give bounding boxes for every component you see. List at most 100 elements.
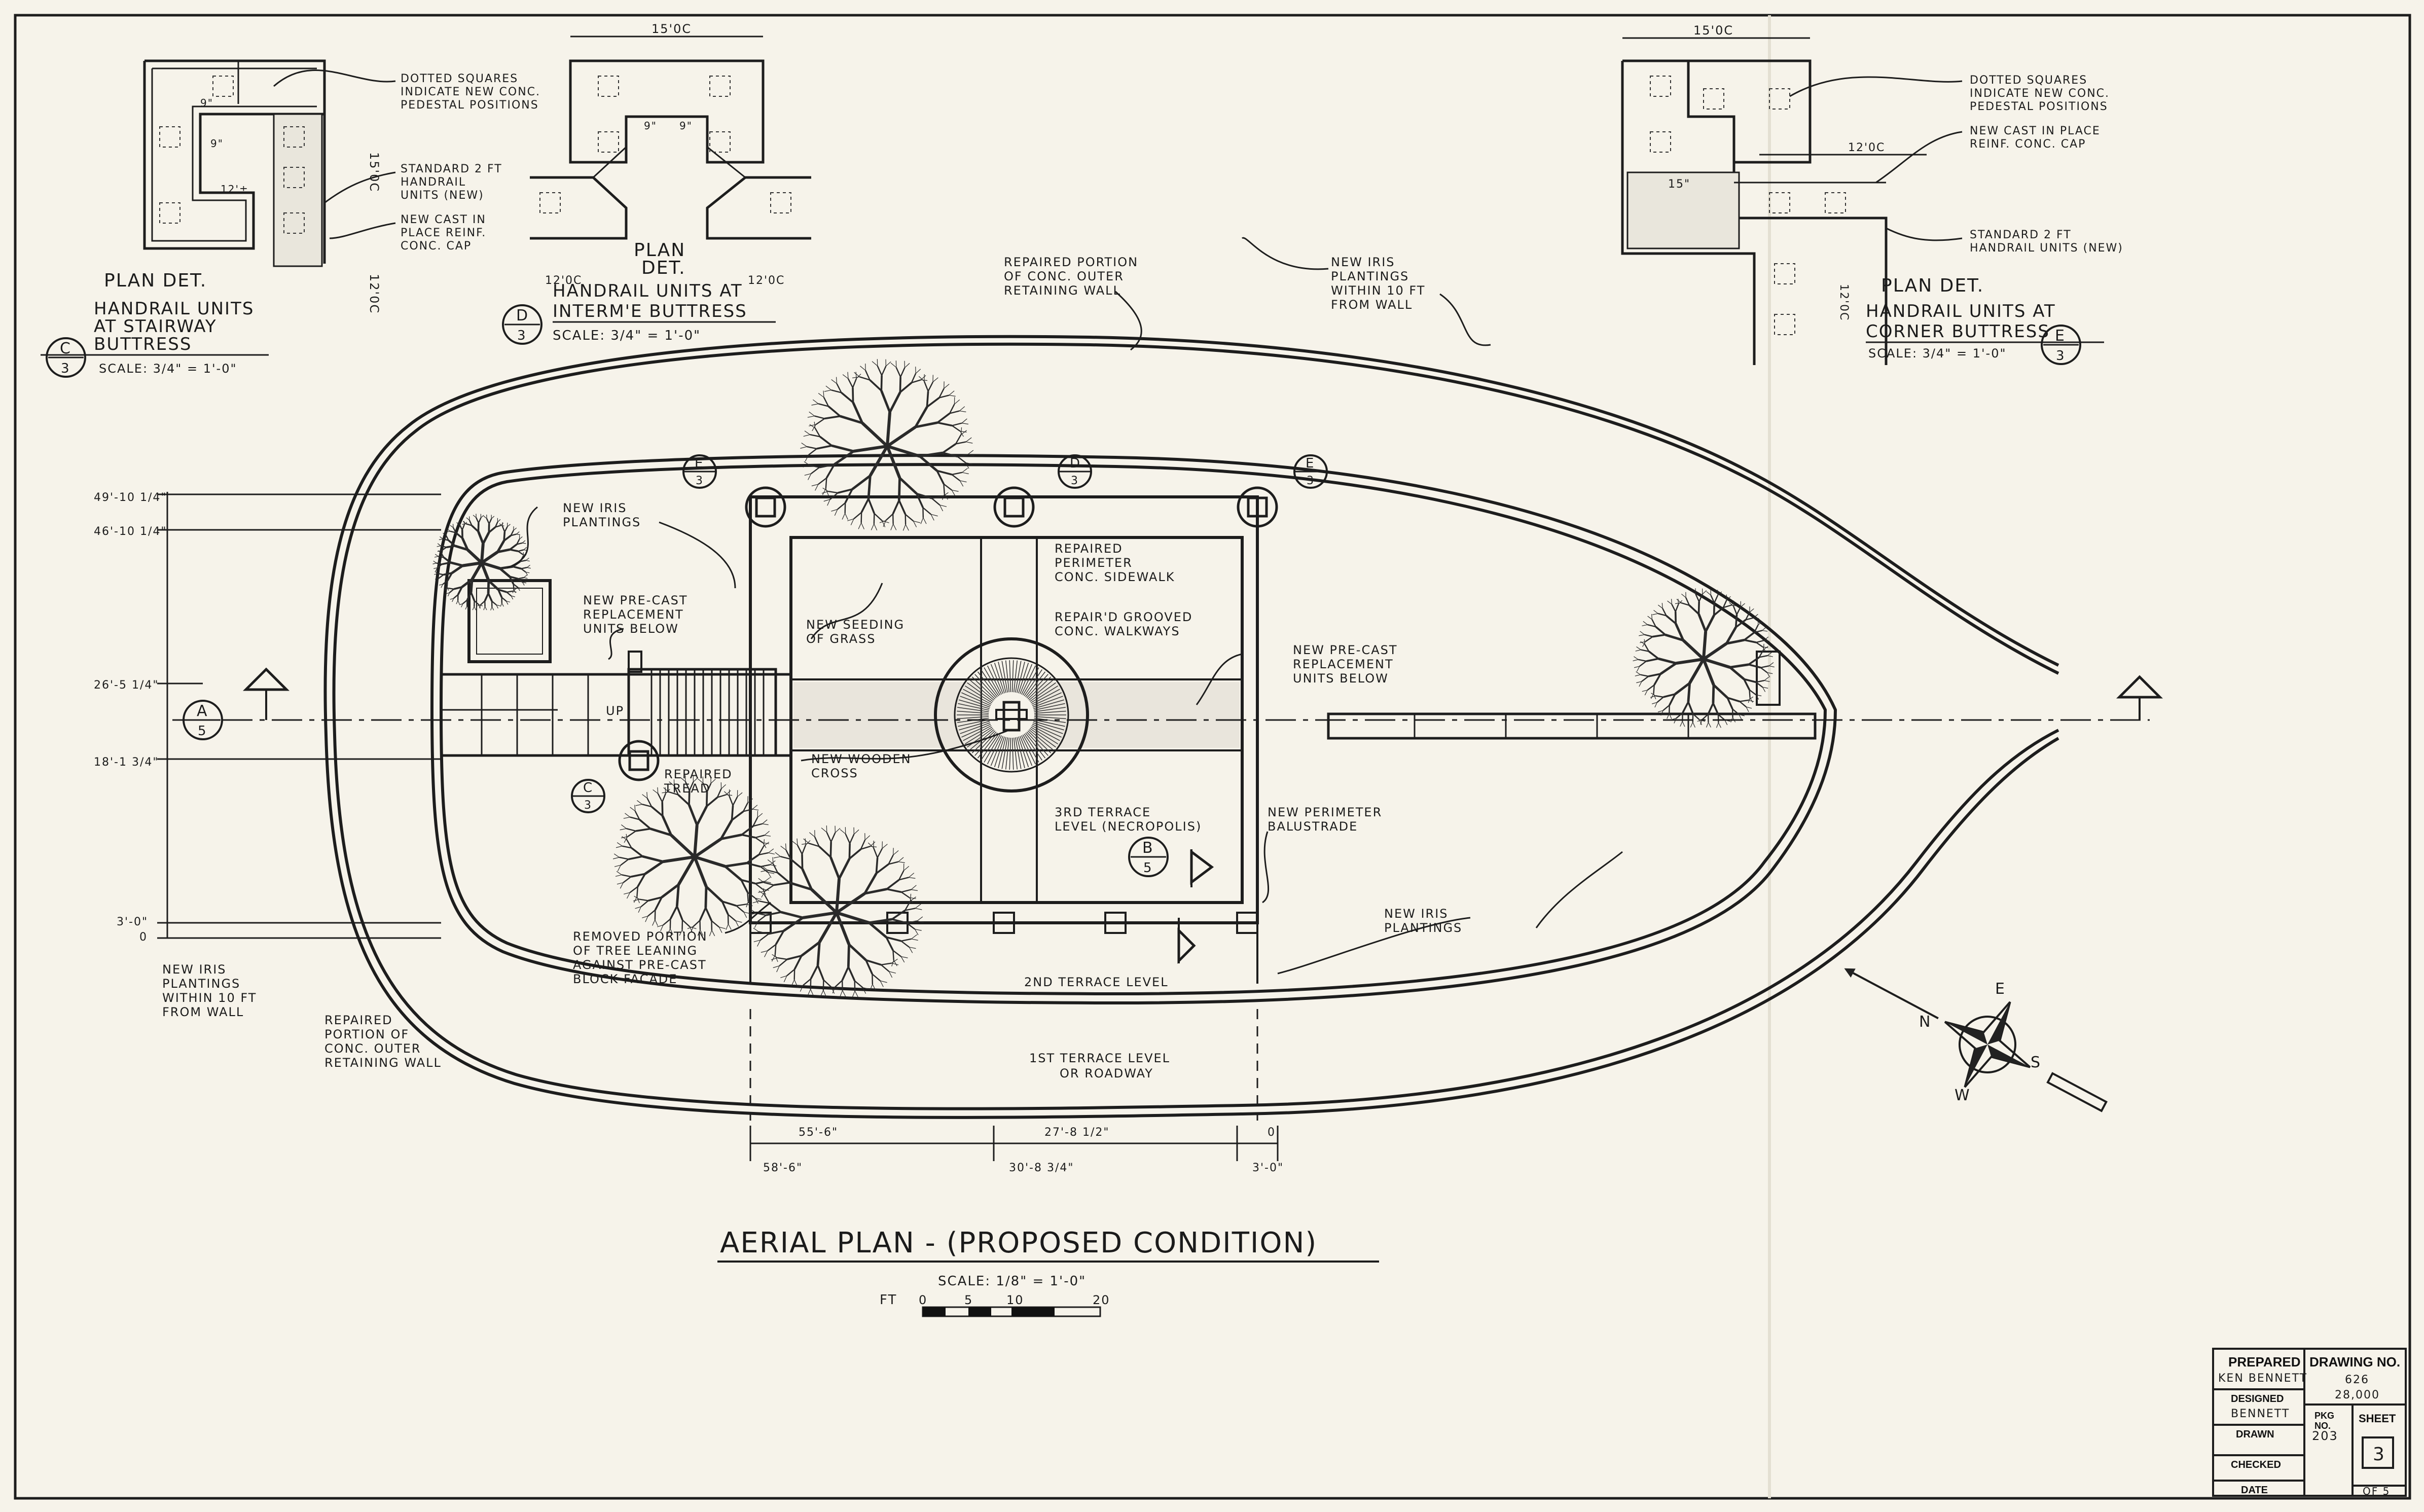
note-precast-left: UNITS BELOW [583,622,679,636]
stairway [627,668,777,757]
detail-mark-letter: E [695,456,704,471]
note-cast-1: NEW CAST IN [401,213,486,226]
scale-tick: 0 [919,1293,927,1307]
central-circle [934,637,1089,793]
elevation-label: 26'-5 1/4" [94,679,159,692]
compass-n: N [1919,1013,1931,1031]
note-balustrade: NEW PERIMETER [1268,805,1382,819]
note-iris-left: PLANTINGS [162,977,240,991]
tb-pkg-value: 203 [2312,1429,2338,1443]
tb-of-value: OF 5 [2363,1485,2390,1497]
detail-e-dim-top: 15'0C [1693,23,1733,38]
note-sidewalk: REPAIRED [1055,542,1123,556]
tree [1633,588,1775,728]
detail-e-scale: SCALE: 3/4" = 1'-0" [1868,346,2007,361]
note-standard-1: UNITS (NEW) [401,189,484,202]
note-dotted-2: INDICATE NEW CONC. [1970,87,2110,100]
detail-e-tag-sheet: 3 [2056,348,2066,364]
compass-s: S [2031,1054,2041,1071]
tb-date-label: DATE [2241,1485,2268,1496]
scale-tick: 20 [1093,1293,1110,1307]
leader-lines [273,69,1963,975]
detail-c-tag [46,337,86,378]
detail-c-dim-inner: 12'± [221,183,249,195]
note-standard-1: HANDRAIL [401,176,466,189]
tb-pkg-label: PKG [2314,1411,2334,1421]
detail-mark-letter: D [1070,456,1081,471]
note-precast-right: REPLACEMENT [1293,657,1394,671]
detail-d-tag-letter: D [516,307,529,325]
note-repaired-top: REPAIRED PORTION [1004,255,1138,269]
note-standard-1: STANDARD 2 FT [401,163,502,175]
bottom-dim: 3'-0" [1252,1162,1284,1174]
note-iris-left: FROM WALL [162,1005,244,1019]
tb-sheet-value: 3 [2373,1444,2385,1465]
outer-retaining-wall [332,342,2059,1110]
detail-c-dim-bottom: 12'0C [367,274,381,314]
detail-mark-sheet: 3 [696,475,704,487]
note-cross: NEW WOODEN [811,752,912,766]
detail-e-tag [2041,325,2081,365]
note-precast-right: NEW PRE-CAST [1293,643,1398,657]
detail-c-line2: AT STAIRWAY [94,316,217,337]
detail-e-dim-mid: 12'0C [1848,141,1885,154]
note-iris-left: NEW IRIS [162,962,227,977]
tree [432,514,531,610]
detail-mark-sheet: 3 [1307,475,1315,487]
detail-d-dim-small: 9" [644,120,657,132]
detail-e-line1: HANDRAIL UNITS AT [1866,301,2056,321]
note-repaired-bottom: RETAINING WALL [324,1056,442,1070]
detail-mark-e-right: E 3 [1293,454,1328,489]
tree [749,825,924,997]
detail-d-dim-left: 12'0C [545,274,582,287]
tb-pkg-label: NO. [2314,1421,2331,1431]
note-iris-right: PLANTINGS [1384,921,1462,935]
scale-unit: FT [880,1292,897,1308]
note-balustrade: BALUSTRADE [1268,819,1358,834]
detail-e-dim-vert: 12'0C [1837,284,1850,321]
section-b-sheet: 5 [1143,860,1153,876]
detail-c-dim-small: 9" [200,97,213,109]
tb-prepared-value: KEN BENNETT [2218,1372,2307,1385]
tb-drawing-no-2: 28,000 [2335,1389,2380,1401]
note-terrace1: 1ST TERRACE LEVEL [1029,1051,1170,1065]
note-standard-2: HANDRAIL UNITS (NEW) [1970,242,2123,255]
detail-e-head: PLAN DET. [1881,275,1984,296]
note-terrace2: 2ND TERRACE LEVEL [1024,975,1169,989]
tree [612,775,777,937]
bottom-dim: 58'-6" [763,1162,803,1174]
note-precast-right: UNITS BELOW [1293,671,1389,686]
section-a-sheet: 5 [198,724,207,739]
note-terrace3: LEVEL (NECROPOLIS) [1055,819,1202,834]
bottom-dim: 0 [1268,1126,1276,1139]
detail-mark-d: D 3 [1058,454,1092,489]
note-precast-left: REPLACEMENT [583,607,684,622]
bottom-dim: 30'-8 3/4" [1009,1162,1074,1174]
note-repaired-bottom: REPAIRED [324,1013,393,1027]
detail-e-tag-letter: E [2055,327,2066,345]
note-repaired-bottom: PORTION OF [324,1027,409,1041]
drawing-title: AERIAL PLAN - (PROPOSED CONDITION) [720,1227,1317,1259]
detail-d-tag-sheet: 3 [517,328,527,343]
compass-e: E [1995,980,2006,998]
detail-d-dim-small: 9" [679,120,693,132]
note-terrace3: 3RD TERRACE [1055,805,1151,819]
note-cast-2: NEW CAST IN PLACE [1970,125,2101,137]
planter [467,579,552,663]
note-cross: CROSS [811,766,858,780]
detail-d-tag [502,304,542,345]
note-removed: BLOCK FACADE [573,972,677,986]
detail-c-line3: BUTTRESS [94,334,192,354]
note-cast-1: CONC. CAP [401,240,472,253]
note-dotted-2: PEDESTAL POSITIONS [1970,100,2108,113]
section-b-letter: B [1142,839,1154,857]
note-up: UP [606,704,624,718]
note-repaired-top: RETAINING WALL [1004,283,1121,298]
note-cast-1: PLACE REINF. [401,227,486,239]
bottom-dimensions [749,1009,1279,1161]
note-tread: REPAIRED [664,767,733,781]
tb-drawn-label: DRAWN [2236,1429,2274,1440]
tb-sheet-label: SHEET [2359,1412,2396,1425]
detail-c-drawing [143,59,326,267]
scale-tick: 10 [1006,1293,1024,1307]
